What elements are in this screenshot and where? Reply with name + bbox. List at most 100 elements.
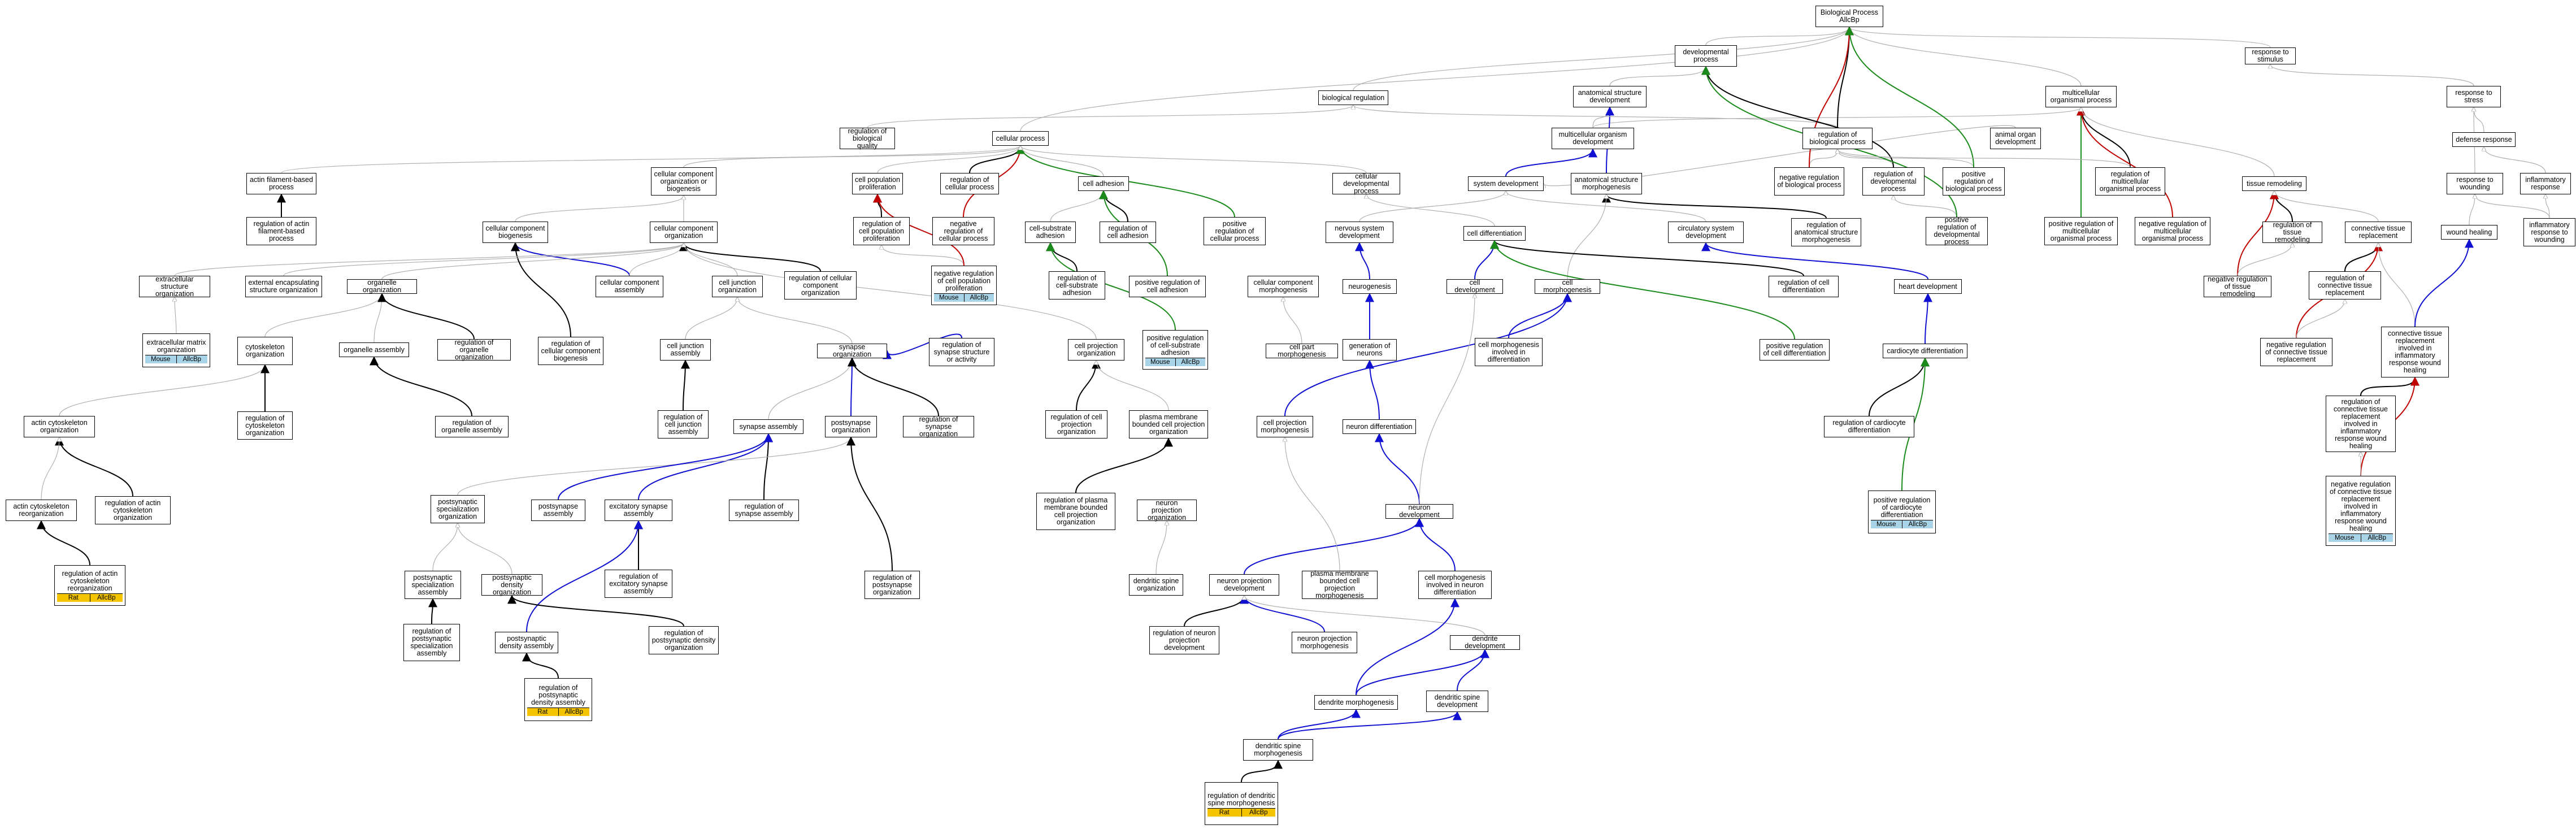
go-term-node[interactable]: actin filament-based process <box>246 173 316 194</box>
go-term-node[interactable]: animal organ development <box>1990 128 2041 149</box>
go-term-node[interactable]: response to wounding <box>2447 173 2503 194</box>
go-term-node[interactable]: synapse organization <box>817 344 887 358</box>
go-term-node[interactable]: regulation of organelle assembly <box>435 416 509 437</box>
go-term-node[interactable]: regulation of cellular component biogene… <box>538 337 603 365</box>
species-tag[interactable]: Mouse <box>1150 359 1170 366</box>
go-term-node[interactable]: regulation of postsynaptic specializatio… <box>403 624 460 661</box>
go-term-node[interactable]: neurogenesis <box>1343 279 1397 294</box>
go-term-node[interactable]: system development <box>1468 176 1544 191</box>
species-tag[interactable]: Mouse <box>939 294 959 301</box>
go-term-node[interactable]: positive regulation of cellular process <box>1204 217 1266 245</box>
go-term-node[interactable]: negative regulation of cellular process <box>932 217 994 245</box>
go-term-node[interactable]: regulation of connective tissue replacem… <box>2309 271 2381 300</box>
go-term-node[interactable]: tissue remodeling <box>2242 176 2306 191</box>
go-term-node[interactable]: cellular component organization <box>650 222 718 243</box>
go-term-node[interactable]: Biological Process AllcBp <box>1815 6 1883 27</box>
go-term-node[interactable]: cellular component biogenesis <box>483 222 548 243</box>
go-term-node[interactable]: cell morphogenesis <box>1535 279 1600 294</box>
go-term-node[interactable]: neuron development <box>1385 504 1453 519</box>
source-tag[interactable]: AllcBp <box>1241 808 1276 817</box>
go-term-node[interactable]: cell adhesion <box>1078 176 1129 191</box>
go-term-node[interactable]: postsynaptic density organization <box>481 574 542 596</box>
go-term-node[interactable]: cell morphogenesis involved in different… <box>1475 338 1543 366</box>
go-term-node[interactable]: inflammatory response to wounding <box>2523 218 2575 246</box>
go-term-node[interactable]: regulation of excitatory synapse assembl… <box>605 570 672 598</box>
source-tag[interactable]: AllcBp <box>89 594 123 602</box>
go-term-node[interactable]: regulation of tissue remodeling <box>2262 221 2322 243</box>
species-tag[interactable]: Rat <box>68 594 79 601</box>
go-term-node[interactable]: negative regulation of multicellular org… <box>2135 217 2210 245</box>
go-term-node[interactable]: regulation of neuron projection developm… <box>1149 626 1219 654</box>
go-term-node[interactable]: connective tissue replacement <box>2345 222 2412 243</box>
species-tag[interactable]: Rat <box>1219 809 1230 816</box>
go-term-node[interactable]: cell junction organization <box>712 276 763 297</box>
go-term-node[interactable]: nervous system development <box>1326 222 1393 243</box>
go-term-node[interactable]: plasma membrane bounded cell projection … <box>1302 570 1378 600</box>
go-term-node[interactable]: neuron projection organization <box>1137 499 1197 521</box>
go-term-node[interactable]: postsynaptic specialization assembly <box>405 571 461 599</box>
go-term-node[interactable]: regulation of actin cytoskeleton reorgan… <box>54 565 125 606</box>
go-term-node[interactable]: cellular component morphogenesis <box>1248 276 1319 297</box>
go-term-node[interactable]: circulatory system development <box>1668 222 1744 243</box>
go-term-node[interactable]: cytoskeleton organization <box>237 337 293 365</box>
source-tag[interactable]: AllcBp <box>1901 520 1934 528</box>
go-term-node[interactable]: cellular component organization or bioge… <box>651 167 716 196</box>
go-term-node[interactable]: connective tissue replacement involved i… <box>2381 327 2449 377</box>
go-term-node[interactable]: positive regulation of biological proces… <box>1943 167 2005 196</box>
go-term-node[interactable]: cellular component assembly <box>596 276 663 297</box>
go-term-node[interactable]: cell morphogenesis involved in neuron di… <box>1418 571 1492 599</box>
go-term-node[interactable]: generation of neurons <box>1343 339 1397 361</box>
go-term-node[interactable]: regulation of postsynaptic density organ… <box>649 626 719 654</box>
go-term-node[interactable]: excitatory synapse assembly <box>605 500 672 521</box>
go-term-node[interactable]: external encapsulating structure organiz… <box>245 276 322 297</box>
go-term-node[interactable]: cell part morphogenesis <box>1266 344 1338 358</box>
source-tag[interactable]: AllcBp <box>2360 534 2393 542</box>
go-term-node[interactable]: cell projection morphogenesis <box>1257 416 1313 437</box>
go-term-node[interactable]: cell population proliferation <box>852 173 903 194</box>
go-term-node[interactable]: cell differentiation <box>1463 226 1526 241</box>
go-term-node[interactable]: multicellular organismal process <box>2045 86 2117 107</box>
go-term-node[interactable]: postsynaptic density assembly <box>495 632 558 653</box>
go-term-node[interactable]: regulation of organelle organization <box>437 338 511 361</box>
species-tag[interactable]: Mouse <box>150 355 171 363</box>
go-term-node[interactable]: dendrite morphogenesis <box>1314 695 1398 710</box>
source-tag[interactable]: AllcBp <box>176 355 208 363</box>
go-term-node[interactable]: synapse assembly <box>733 419 803 434</box>
go-term-node[interactable]: anatomical structure development <box>1573 86 1647 107</box>
source-tag[interactable]: AllcBp <box>1175 358 1206 366</box>
go-term-node[interactable]: dendrite development <box>1450 635 1520 650</box>
go-term-node[interactable]: regulation of cardiocyte differentiation <box>1824 416 1914 437</box>
go-term-node[interactable]: regulation of cell-substrate adhesion <box>1049 271 1105 300</box>
go-term-node[interactable]: anatomical structure morphogenesis <box>1571 173 1642 194</box>
go-term-node[interactable]: dendritic spine development <box>1426 691 1488 712</box>
go-term-node[interactable]: wound healing <box>2441 225 2497 240</box>
go-term-node[interactable]: heart development <box>1894 279 1962 294</box>
go-term-node[interactable]: organelle organization <box>347 279 417 294</box>
go-term-node[interactable]: regulation of postsynaptic density assem… <box>524 678 592 721</box>
go-term-node[interactable]: regulation of multicellular organismal p… <box>2095 167 2165 196</box>
go-term-node[interactable]: postsynapse assembly <box>531 500 585 521</box>
go-term-node[interactable]: cardiocyte differentiation <box>1883 344 1967 358</box>
go-term-node[interactable]: postsynaptic specialization organization <box>431 495 485 523</box>
go-term-node[interactable]: positive regulation of developmental pro… <box>1926 216 1988 246</box>
go-term-node[interactable]: regulation of connective tissue replacem… <box>2326 396 2396 452</box>
go-term-node[interactable]: dendritic spine organization <box>1129 574 1183 596</box>
go-term-node[interactable]: cell projection organization <box>1068 339 1124 361</box>
go-term-node[interactable]: response to stress <box>2447 86 2501 107</box>
species-tag[interactable]: Mouse <box>2334 535 2355 541</box>
go-term-node[interactable]: biological regulation <box>1318 90 1388 105</box>
go-term-node[interactable]: inflammatory response <box>2520 173 2571 194</box>
go-term-node[interactable]: positive regulation of cell differentiat… <box>1760 339 1830 361</box>
go-term-node[interactable]: actin cytoskeleton organization <box>24 416 95 437</box>
species-tag[interactable]: Mouse <box>1876 521 1896 528</box>
go-term-node[interactable]: multicellular organism development <box>1552 128 1634 149</box>
go-term-node[interactable]: negative regulation of connective tissue… <box>2326 476 2396 546</box>
go-term-node[interactable]: regulation of cellular component organiz… <box>784 271 857 300</box>
go-term-node[interactable]: regulation of cell differentiation <box>1769 276 1839 297</box>
go-term-node[interactable]: defense response <box>2452 132 2516 147</box>
go-term-node[interactable]: regulation of synapse organization <box>903 415 974 437</box>
go-term-node[interactable]: regulation of biological quality <box>840 127 895 149</box>
go-term-node[interactable]: cell-substrate adhesion <box>1025 222 1076 243</box>
go-term-node[interactable]: response to stimulus <box>2245 47 2296 64</box>
